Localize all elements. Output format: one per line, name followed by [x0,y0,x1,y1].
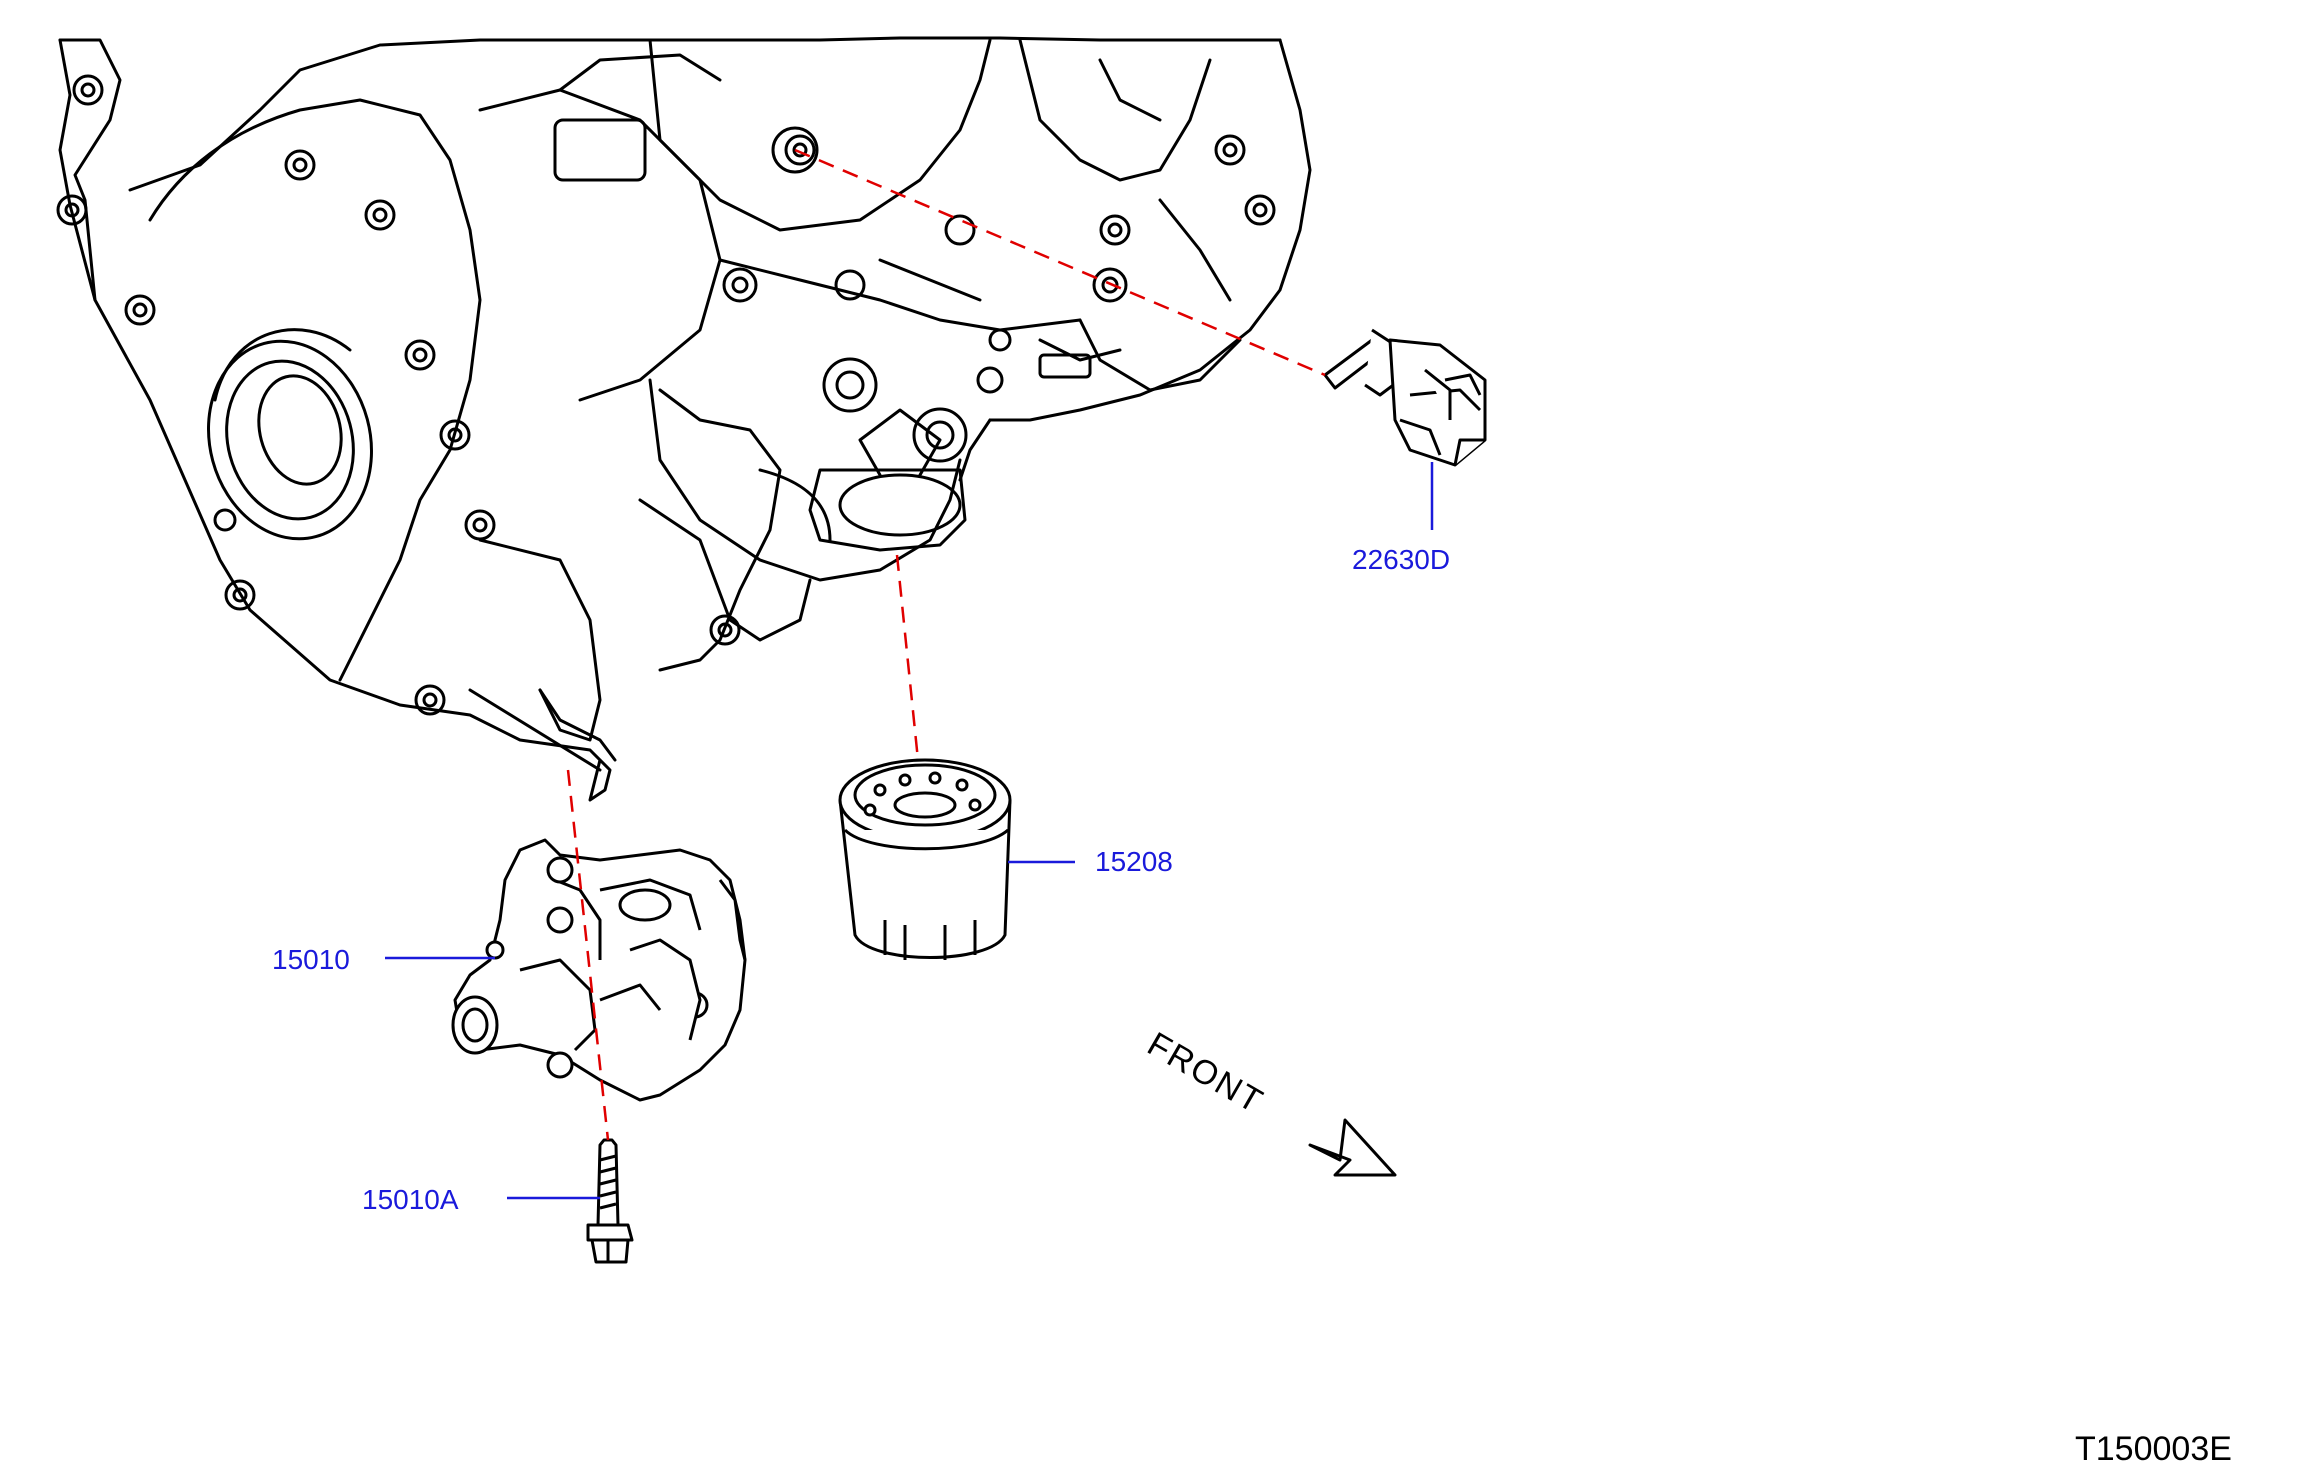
drawing-code: T150003E [2075,1430,2232,1468]
front-arrow-icon [1308,1118,1397,1177]
label-22630D: 22630D [1352,544,1451,575]
label-15010A: 15010A [362,1184,459,1215]
label-15010: 15010 [272,944,350,975]
pump-bolt [586,1138,634,1264]
cover-bolts [56,74,496,716]
label-15208: 15208 [1095,846,1173,877]
engine-block [56,36,1312,802]
oil-pump [451,838,747,1102]
filter-holes [863,771,982,817]
leader-lines [385,462,1434,1200]
oil-temp-sensor [1323,328,1487,467]
assembly-lines [566,148,1326,1141]
oil-filter [838,758,1012,960]
